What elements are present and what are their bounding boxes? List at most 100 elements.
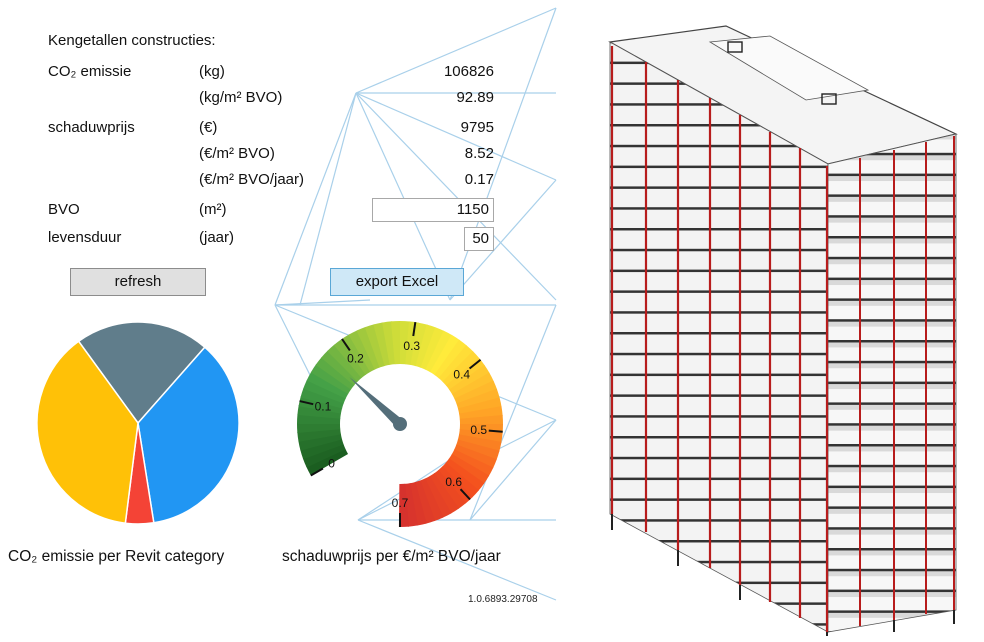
- gauge-band-segment: [451, 372, 494, 400]
- metric-unit: (€/m² BVO/jaar): [199, 171, 305, 188]
- gauge-band-segment: [456, 439, 500, 461]
- levensduur-label: levensduur: [48, 229, 122, 246]
- gauge-band-segment: [356, 326, 381, 370]
- bvo-unit: (m²): [199, 201, 227, 218]
- metric-value: 8.52: [464, 145, 494, 162]
- metric-label: CO₂ emissie: [48, 63, 132, 80]
- gauge-tick: [468, 358, 482, 370]
- gauge-band-segment: [415, 324, 437, 368]
- gauge-band-segment: [398, 483, 409, 527]
- export-excel-button[interactable]: export Excel: [330, 268, 464, 296]
- gauge-tick: [299, 400, 314, 406]
- metric-value: 9795: [460, 119, 494, 136]
- gauge-needle-hub: [393, 417, 407, 431]
- gauge-band-segment: [400, 321, 411, 365]
- gauge-band-segment: [303, 379, 346, 404]
- gauge-band-segment: [405, 321, 419, 366]
- gauge-band-segment: [315, 356, 355, 390]
- gauge-band-segment: [438, 345, 474, 383]
- gauge-band-segment: [457, 397, 502, 415]
- metric-unit: (kg/m² BVO): [199, 89, 283, 106]
- gauge-tick: [310, 467, 324, 477]
- gauge-band-segment: [429, 473, 460, 514]
- gauge-band-segment: [420, 327, 445, 370]
- gauge-tick-label: 0.5: [470, 423, 487, 437]
- gauge-band-segment: [459, 415, 503, 426]
- gauge-band-segment: [449, 364, 490, 395]
- metric-unit: (kg): [199, 63, 225, 80]
- metric-value: 0.17: [464, 171, 494, 188]
- gauge-needle: [349, 377, 404, 428]
- gauge-tick: [488, 429, 503, 433]
- gauge-band-segment: [456, 388, 500, 410]
- gauge-band-segment: [297, 422, 341, 433]
- building-3d-model-view[interactable]: [598, 20, 968, 636]
- gauge-band-segment: [327, 344, 362, 382]
- gauge-band-segment: [448, 454, 490, 484]
- gauge-tick-label: 0.2: [347, 352, 364, 366]
- gauge-band-segment: [451, 449, 494, 477]
- gauge-band-segment: [442, 351, 480, 386]
- pie-slice-1: [137, 346, 240, 524]
- gauge-band-segment: [445, 458, 485, 492]
- pie-slice-0: [77, 321, 206, 425]
- gauge-band-segment: [434, 339, 468, 379]
- metric-value: 106826: [443, 63, 494, 80]
- gauge-band-segment: [454, 380, 498, 405]
- gauge-band-segment: [430, 334, 460, 376]
- refresh-button[interactable]: refresh: [70, 268, 206, 296]
- gauge-band-segment: [340, 334, 371, 375]
- gauge-band-segment: [298, 396, 343, 414]
- gauge-tick-label: 0.6: [445, 475, 462, 489]
- gauge-tick-label: 0: [328, 457, 335, 471]
- gauge-band-segment: [333, 339, 367, 379]
- gauge-band-segment: [410, 322, 428, 367]
- version-label: 1.0.6893.29708: [468, 594, 538, 605]
- gauge-band-segment: [409, 481, 427, 526]
- gauge-band-segment: [414, 480, 436, 524]
- gauge-tick: [459, 488, 471, 501]
- gauge-band-segment: [302, 443, 346, 468]
- gauge-caption: schaduwprijs per €/m² BVO/jaar: [282, 548, 501, 565]
- gauge-band-segment: [458, 429, 503, 443]
- metric-unit: (€): [199, 119, 218, 136]
- panel-heading: Kengetallen constructies:: [48, 32, 216, 49]
- gauge-band-segment: [391, 321, 402, 365]
- metric-unit: (€/m² BVO): [199, 145, 275, 162]
- gauge-band-segment: [457, 434, 502, 452]
- shadow-price-gauge: 0 0.1 0.2 0.3 0.4 0.5 0.6 0.7: [297, 321, 503, 527]
- gauge-band-segment: [297, 405, 342, 419]
- gauge-band-segment: [297, 413, 341, 424]
- gauge-band-segment: [321, 350, 359, 386]
- levensduur-input[interactable]: 50: [464, 227, 494, 251]
- bvo-label: BVO: [48, 201, 80, 218]
- metric-label: schaduwprijs: [48, 119, 135, 136]
- gauge-tick-label: 0.4: [453, 368, 470, 382]
- gauge-band-segment: [445, 357, 485, 391]
- gauge-band-segment: [348, 330, 376, 373]
- gauge-tick: [341, 338, 351, 352]
- gauge-band-segment: [364, 324, 386, 368]
- gauge-band-segment: [441, 462, 479, 498]
- gauge-band-segment: [424, 475, 452, 518]
- gauge-band-segment: [454, 444, 497, 469]
- gauge-band-segment: [433, 469, 467, 509]
- gauge-band-segment: [300, 387, 344, 409]
- pie-slice-3: [36, 340, 139, 525]
- gauge-tick-label: 0.1: [315, 399, 332, 413]
- gauge-band-segment: [373, 322, 391, 367]
- gauge-band-segment: [310, 364, 352, 394]
- levensduur-unit: (jaar): [199, 229, 235, 246]
- gauge-tick-label: 0.7: [392, 496, 409, 510]
- gauge-band-segment: [419, 478, 444, 522]
- metric-value: 92.89: [456, 89, 494, 106]
- co2-pie-chart: [36, 321, 240, 525]
- gauge-band-segment: [306, 371, 349, 399]
- bvo-input[interactable]: 1150: [372, 198, 494, 222]
- gauge-band-segment: [425, 330, 453, 373]
- gauge-band-segment: [298, 433, 343, 451]
- gauge-tick-label: 0.3: [403, 339, 420, 353]
- gauge-band-segment: [306, 448, 349, 476]
- pie-caption: CO₂ emissie per Revit category: [8, 548, 225, 565]
